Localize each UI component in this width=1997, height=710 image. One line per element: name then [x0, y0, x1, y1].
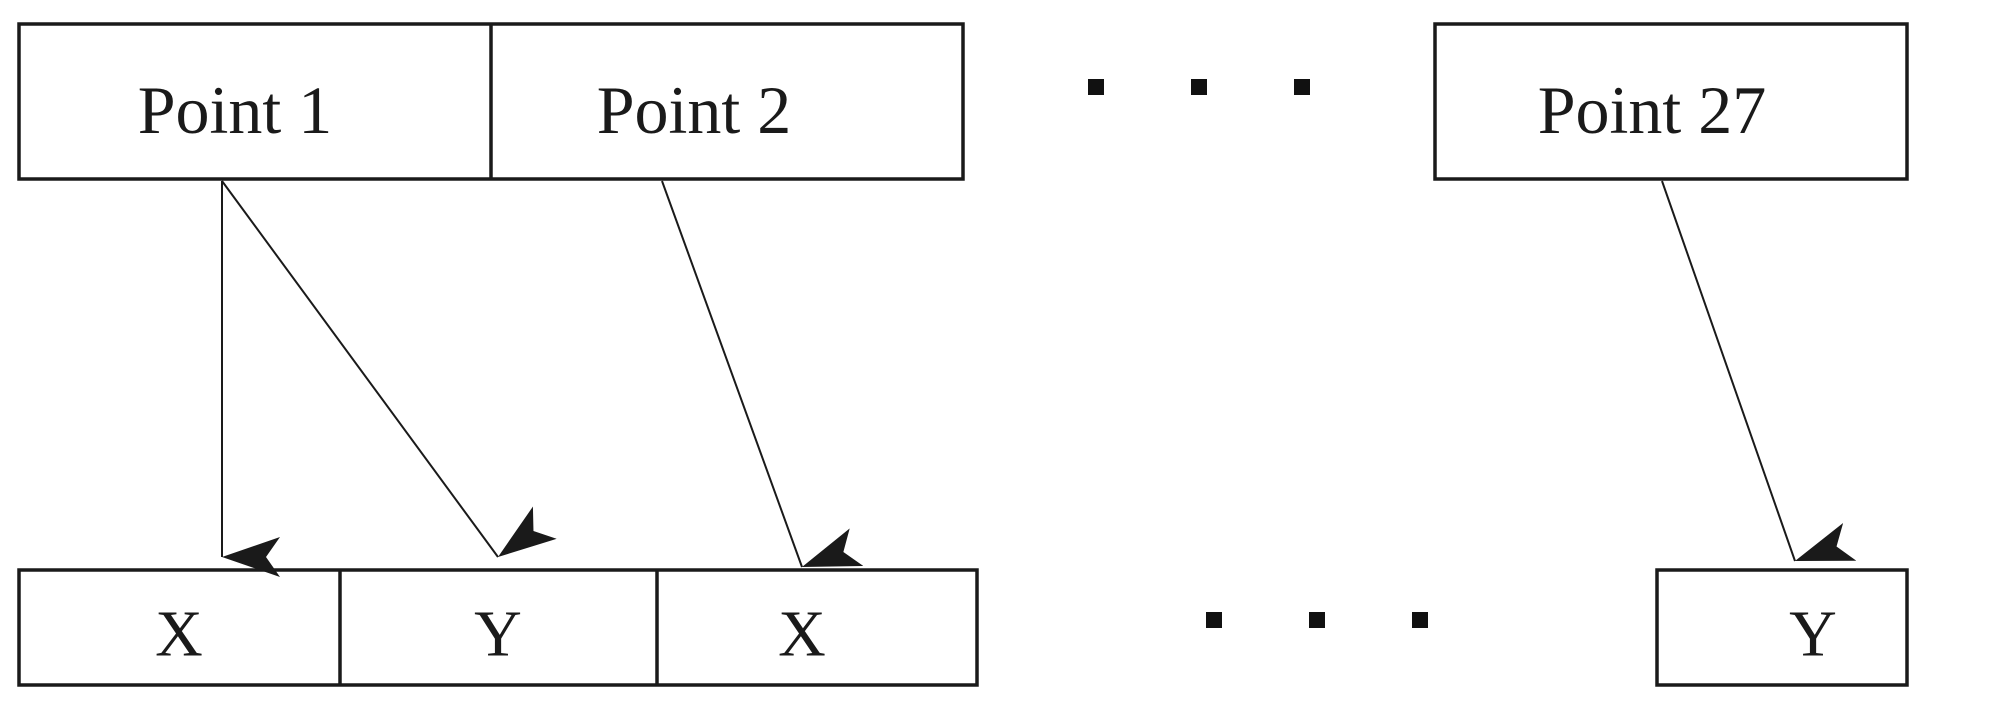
point-2-label: Point 2	[597, 72, 792, 148]
values-row: X Y X Y	[17, 568, 1909, 687]
value-cell-x-1: X	[155, 598, 203, 671]
value-cell-x-2: X	[778, 598, 826, 671]
point-1-label: Point 1	[138, 72, 333, 148]
ellipsis-dot	[1191, 79, 1207, 95]
ellipsis-dot	[1309, 612, 1325, 628]
values-group-box	[17, 568, 979, 687]
top-ellipsis	[1088, 79, 1310, 95]
arrows	[221, 180, 1857, 577]
arrow-point27-to-y	[1661, 180, 1857, 562]
value-cell-y-last: Y	[1789, 598, 1837, 671]
point-27-label: Point 27	[1538, 72, 1767, 148]
value-last-box	[1655, 568, 1909, 687]
ellipsis-dot	[1088, 79, 1104, 95]
arrow-point1-to-y	[221, 180, 557, 558]
arrow-point2-to-x	[661, 180, 864, 568]
points-row: Point 1 Point 2 Point 27	[17, 22, 1909, 181]
ellipsis-dot	[1294, 79, 1310, 95]
value-cell-y-1: Y	[474, 598, 522, 671]
bottom-ellipsis	[1206, 612, 1428, 628]
ellipsis-dot	[1412, 612, 1428, 628]
point-27-box	[1433, 22, 1909, 181]
ellipsis-dot	[1206, 612, 1222, 628]
